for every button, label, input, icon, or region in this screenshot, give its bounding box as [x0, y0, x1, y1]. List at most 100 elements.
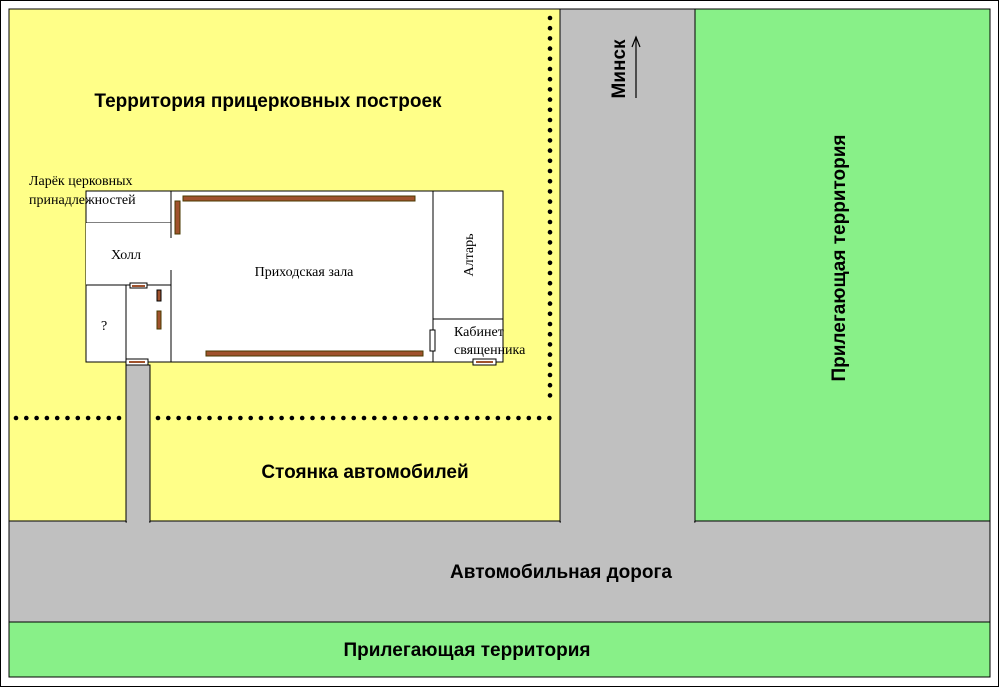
main-hall-label: Приходская зала	[255, 265, 355, 280]
fence-dot	[547, 291, 553, 296]
fence-dot	[547, 393, 553, 398]
door-icon	[129, 361, 145, 363]
fence-dot	[279, 415, 284, 421]
altar-room	[432, 190, 504, 320]
fence-dot	[547, 199, 553, 204]
door-icon	[156, 289, 162, 302]
fence-dot	[423, 415, 429, 421]
fence-dot	[495, 415, 501, 421]
fence-dot	[547, 107, 553, 113]
church-territory-label: Территория прицерковных построек	[94, 91, 442, 112]
fence-dot	[176, 415, 181, 421]
fence-dot	[75, 415, 81, 421]
bench-icon	[182, 195, 416, 202]
fence-vertical	[547, 15, 553, 398]
fence-dot	[372, 415, 377, 421]
door-icon	[476, 361, 493, 363]
fence-dot	[351, 415, 357, 421]
road-bottom	[8, 520, 991, 623]
fence-dot	[485, 415, 490, 421]
arrow-up-icon	[631, 35, 641, 98]
fence-dot	[238, 415, 243, 421]
fence-dot	[547, 260, 553, 266]
fence-dot	[392, 415, 398, 421]
fence-dot	[547, 372, 553, 378]
parking-label: Стоянка автомобилей	[261, 462, 468, 483]
adjacent-territory-right	[694, 8, 991, 522]
shop-label-line2: принадлежностей	[29, 193, 136, 208]
fence-dot	[155, 415, 161, 421]
altar-label: Алтарь	[462, 234, 477, 277]
fence-dot	[361, 415, 367, 421]
fence-dot	[547, 382, 553, 388]
hall-room	[86, 223, 171, 285]
fence-dot	[547, 301, 553, 306]
fence-dot	[44, 415, 50, 421]
adjacent-territory-bottom	[8, 621, 991, 678]
fence-dot	[196, 415, 202, 421]
driveway	[125, 364, 151, 523]
fence-dot	[116, 415, 122, 421]
fence-dot	[547, 46, 553, 51]
fence-dot	[475, 415, 480, 421]
doors	[125, 282, 497, 366]
fence-dot	[547, 189, 553, 194]
fence-dot	[547, 158, 553, 164]
fence-dot	[402, 415, 408, 421]
fence-dot	[217, 415, 223, 421]
fence-dot	[227, 415, 233, 421]
bench-icon	[174, 200, 181, 235]
cabinet-label: Кабинет	[454, 325, 504, 340]
fence-dot	[289, 415, 295, 421]
fence-dot	[547, 219, 553, 225]
benches	[156, 195, 424, 357]
road-label: Автомобильная дорога	[450, 562, 672, 583]
fence-dot	[547, 66, 553, 72]
driveway-junction-fill	[127, 515, 149, 527]
hall-label: Холл	[111, 248, 141, 263]
fence-dot	[547, 56, 553, 62]
fence-dot	[24, 415, 29, 421]
fence-dot	[536, 415, 542, 421]
fence-dot	[547, 250, 553, 255]
fence-dot	[96, 415, 101, 421]
fence-dot	[258, 415, 264, 421]
fence-dot	[382, 415, 387, 421]
fence-dot	[547, 240, 553, 245]
fence-dot	[547, 321, 553, 327]
fence-dot	[547, 331, 553, 337]
fence-dot	[547, 311, 553, 317]
fence-dot	[341, 415, 346, 421]
fence-dot	[444, 415, 449, 421]
door-icon	[429, 329, 436, 352]
fence-dot	[166, 415, 171, 421]
fence-dot	[454, 415, 460, 421]
fence-dot	[330, 415, 336, 421]
fence-dot	[547, 270, 553, 276]
bench-icon	[205, 350, 424, 357]
cabinet-label-line2: священника	[454, 343, 526, 358]
fence-dot	[505, 415, 511, 421]
fence-dot	[413, 415, 418, 421]
fence-dot	[106, 415, 111, 421]
fence-dot	[547, 415, 552, 421]
fence-dot	[547, 138, 553, 143]
fence-dot	[547, 342, 553, 347]
fence-dot	[516, 415, 521, 421]
road-to-minsk	[559, 8, 696, 523]
fence-dot	[547, 117, 553, 123]
fence-dot	[547, 229, 553, 235]
bench-icon	[156, 310, 162, 330]
fence-dot	[269, 415, 274, 421]
fence-dot	[547, 362, 553, 368]
adjacent-territory-right-label: Прилегающая территория	[829, 134, 850, 381]
adjacent-territory-bottom-label: Прилегающая территория	[343, 640, 590, 661]
fence-dot	[547, 76, 553, 82]
unknown-room-label: ?	[101, 319, 107, 334]
fence-dot	[547, 36, 553, 41]
fence-dot	[34, 415, 39, 421]
road-junction-fill	[561, 515, 694, 527]
fence-dot	[433, 415, 439, 421]
fence-dot	[54, 415, 60, 421]
